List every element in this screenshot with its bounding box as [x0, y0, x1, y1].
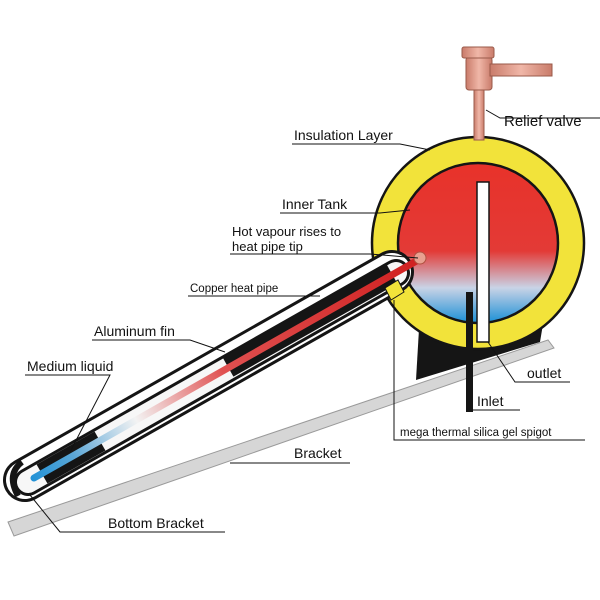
label-hot-vapour-line1: Hot vapour rises to: [232, 224, 341, 239]
leader-spigot: [393, 300, 585, 441]
silica-gel-spigot: [384, 279, 405, 301]
label-aluminum-fin: Aluminum fin: [94, 323, 175, 339]
label-insulation-layer: Insulation Layer: [294, 127, 393, 143]
leader-insulation-layer: [292, 143, 431, 151]
label-inlet: Inlet: [477, 393, 504, 409]
inlet-pipe: [466, 292, 473, 412]
label-medium-liquid: Medium liquid: [27, 358, 113, 374]
leader-outlet: [487, 341, 570, 383]
evacuated-tube: [3, 250, 424, 502]
bracket-ramp: [7, 339, 555, 537]
leader-hot-vapour: [230, 253, 419, 259]
label-copper-heat-pipe: Copper heat pipe: [190, 283, 278, 295]
relief-valve: [461, 46, 553, 141]
label-bottom-bracket: Bottom Bracket: [108, 515, 204, 531]
leader-inner-tank: [280, 209, 411, 214]
leader-bottom-bracket: [29, 494, 225, 533]
label-relief-valve: Relief valve: [504, 113, 582, 130]
copper-heat-pipe: [30, 255, 424, 482]
leader-relief-valve: [485, 109, 600, 119]
label-inner-tank: Inner Tank: [282, 196, 348, 212]
label-bracket: Bracket: [294, 445, 342, 461]
tube-end-cap: [9, 459, 24, 498]
leader-aluminum-fin: [92, 339, 226, 353]
label-hot-vapour-line2: heat pipe tip: [232, 239, 303, 254]
label-spigot: mega thermal silica gel spigot: [400, 427, 552, 439]
outlet-pipe: [476, 181, 490, 343]
leader-medium-liquid: [25, 374, 111, 453]
label-outlet: outlet: [527, 365, 561, 381]
